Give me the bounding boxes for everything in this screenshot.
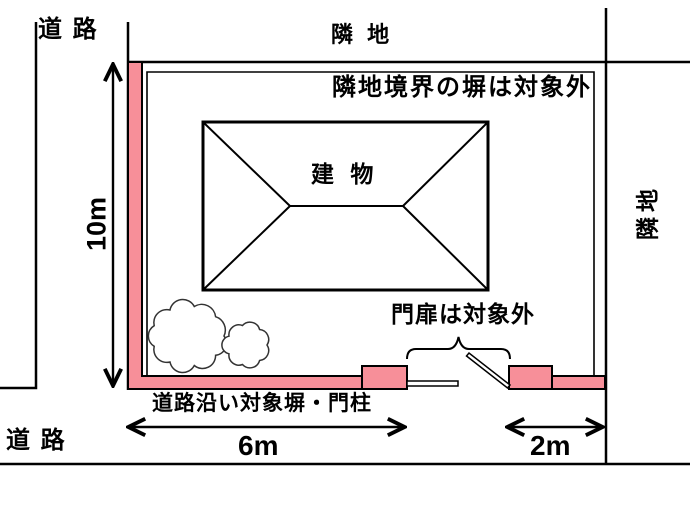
adjacent-land-label-right: 隣地 bbox=[634, 184, 661, 240]
road-left-west-edge-line bbox=[0, 22, 38, 390]
bush-small bbox=[221, 321, 270, 369]
note-gate-door: 門扉は対象外 bbox=[391, 301, 535, 327]
building-outline bbox=[201, 120, 490, 292]
gate-pillar-left bbox=[361, 365, 408, 390]
note-boundary-wall: 隣地境界の塀は対象外 bbox=[332, 74, 592, 101]
adjacent-land-label-top: 隣 地 bbox=[331, 22, 394, 47]
gate-leaf-left bbox=[406, 380, 459, 387]
plot-inner-line bbox=[146, 71, 595, 377]
building-label: 建 物 bbox=[311, 161, 379, 187]
dimension-label-6m: 6m bbox=[238, 430, 279, 461]
road-label-top-left: 道 路 bbox=[38, 16, 99, 43]
gate-brace bbox=[406, 336, 511, 360]
dimension-label-10m: 10m bbox=[81, 196, 112, 252]
road-label-bottom-left: 道 路 bbox=[6, 427, 67, 454]
note-road-wall: 道路沿い対象塀・門柱 bbox=[152, 392, 372, 415]
subject-wall-right-segment bbox=[551, 375, 606, 390]
building-roof-lines bbox=[202, 121, 489, 291]
bush-large bbox=[147, 298, 228, 374]
gate-leaf-right bbox=[465, 351, 512, 390]
dimension-label-2m: 2m bbox=[530, 430, 571, 461]
gate-pillar-right bbox=[508, 365, 553, 390]
